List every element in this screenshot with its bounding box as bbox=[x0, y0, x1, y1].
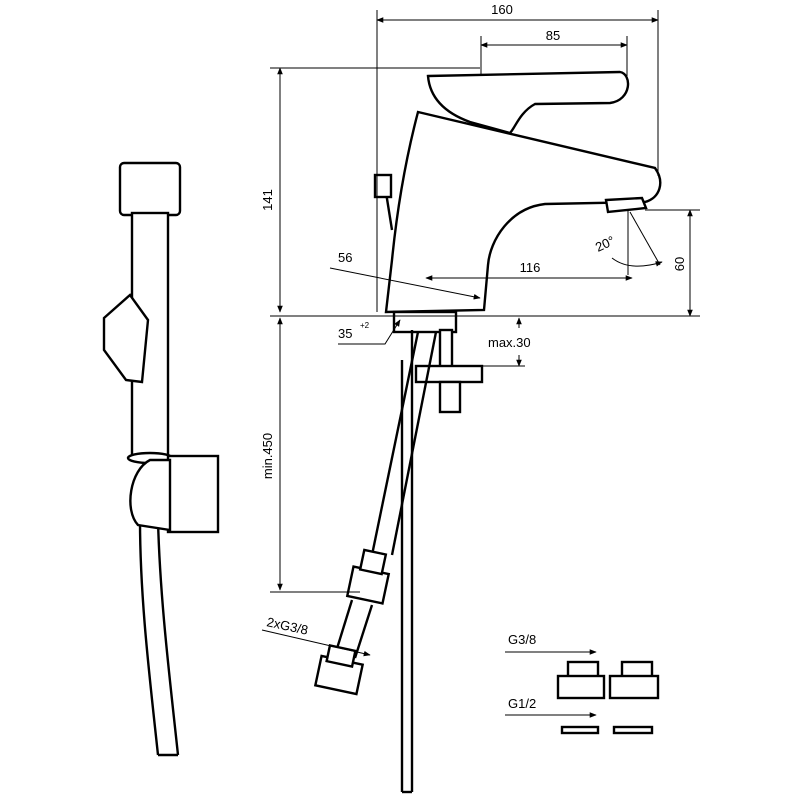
dim-hose-length: min.450 bbox=[260, 433, 275, 479]
adapter-thread-small: G3/8 bbox=[508, 632, 536, 647]
faucet-body bbox=[373, 70, 662, 414]
dim-spout-projection: 116 bbox=[520, 260, 541, 275]
thread-adapters bbox=[505, 649, 660, 735]
dim-install-angle-tolerance: +2 bbox=[360, 321, 370, 330]
supply-hoses bbox=[313, 330, 438, 794]
dim-max-thickness: max.30 bbox=[488, 335, 531, 350]
dim-outlet-height: 60 bbox=[672, 257, 687, 271]
dimension-lines bbox=[261, 10, 700, 657]
dim-spray-angle: 20° bbox=[593, 233, 617, 255]
adapter-thread-large: G1/2 bbox=[508, 696, 536, 711]
dim-overall-width: 160 bbox=[491, 2, 513, 17]
dim-install-angle: 35 bbox=[338, 326, 352, 341]
dim-hose-connections: 2xG3/8 bbox=[265, 614, 309, 637]
dim-height: 141 bbox=[260, 189, 275, 211]
dim-spout-reach: 85 bbox=[546, 28, 560, 43]
hand-shower bbox=[102, 161, 220, 757]
dim-diagonal: 56 bbox=[338, 250, 352, 265]
